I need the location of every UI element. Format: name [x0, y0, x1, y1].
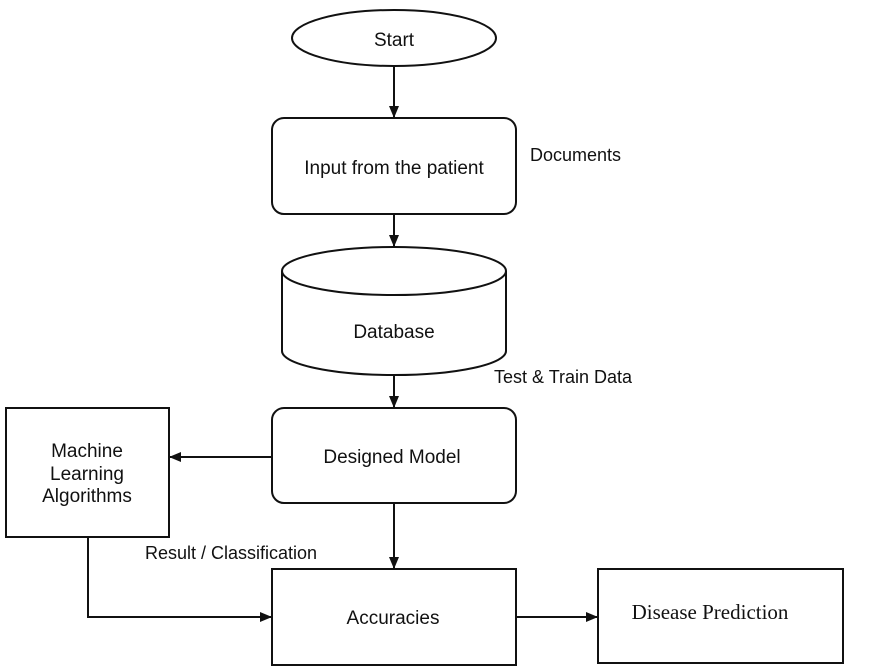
designed-model-node: Designed Model — [271, 407, 517, 504]
ml-label-line1: Machine — [51, 441, 123, 462]
input-label: Input from the patient — [304, 158, 484, 179]
disease-prediction-node: Disease Prediction — [597, 568, 844, 664]
database-label: Database — [353, 322, 434, 343]
documents-annotation: Documents — [530, 145, 621, 165]
accuracies-label: Accuracies — [347, 608, 440, 629]
ml-label-line2: Learning — [50, 464, 124, 485]
ml-label-line3: Algorithms — [42, 486, 132, 507]
disease-prediction-label: Disease Prediction — [632, 600, 789, 624]
accuracies-node: Accuracies — [271, 568, 517, 666]
database-node: Database — [281, 246, 507, 376]
edge-ml-to-accuracies — [87, 537, 272, 622]
result-annotation: Result / Classification — [145, 543, 317, 563]
start-label: Start — [374, 30, 415, 51]
input-node: Input from the patient — [271, 117, 517, 215]
ml-algorithms-node: Machine Learning Algorithms — [5, 407, 170, 538]
designed-model-label: Designed Model — [323, 447, 460, 468]
test-train-annotation: Test & Train Data — [494, 367, 633, 387]
start-node: Start — [291, 9, 497, 67]
